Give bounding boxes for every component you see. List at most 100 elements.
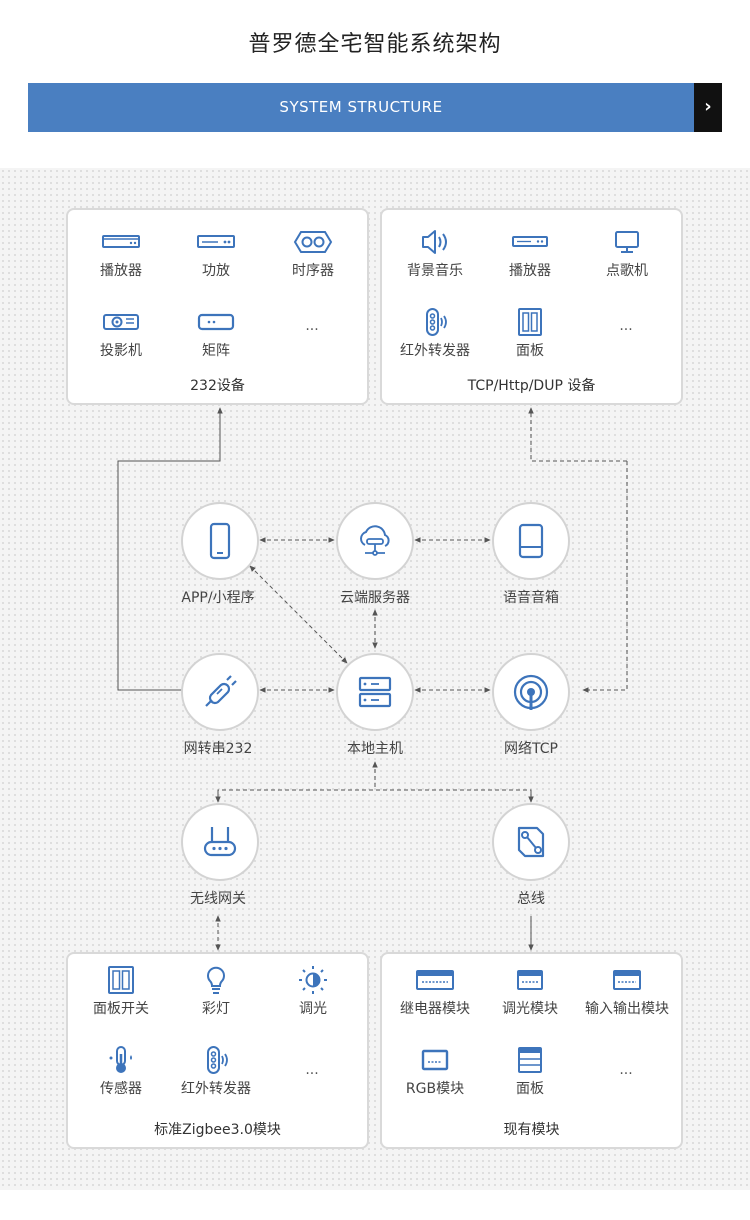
- router-icon: [203, 827, 237, 857]
- line-tcp-to-devices-up: [528, 407, 627, 462]
- amplifier-icon: [197, 235, 235, 248]
- node-host[interactable]: [336, 653, 414, 731]
- device-io-module[interactable]: 输入输出模块: [577, 964, 677, 1018]
- speaker-icon: [422, 230, 447, 254]
- node-app[interactable]: [181, 502, 259, 580]
- cloud-server-icon: [360, 525, 390, 556]
- box-existing-modules: 继电器模块 调光模块 输入输出模块 RGB模块 面板 ... 现有模块: [380, 952, 683, 1149]
- page-title: 普罗德全宅智能系统架构: [248, 32, 502, 57]
- device-label: 调光: [299, 1001, 327, 1017]
- device-label: 继电器模块: [400, 1001, 470, 1017]
- device-projector[interactable]: 投影机: [71, 306, 171, 360]
- panel-icon: [518, 1047, 542, 1073]
- device-relay-module[interactable]: 继电器模块: [385, 964, 485, 1018]
- phone-icon: [209, 522, 231, 560]
- node-label-app: APP/小程序: [181, 590, 255, 606]
- device-label: 彩灯: [202, 1001, 230, 1017]
- device-label: 矩阵: [202, 343, 230, 359]
- device-label: 播放器: [100, 263, 142, 279]
- device-rgb-module[interactable]: RGB模块: [385, 1044, 485, 1098]
- box-caption: 标准Zigbee3.0模块: [154, 1122, 281, 1138]
- node-label-cloud: 云端服务器: [340, 590, 410, 606]
- device-background-music[interactable]: 背景音乐: [385, 226, 485, 280]
- monitor-icon: [615, 231, 639, 253]
- server-icon: [358, 676, 392, 708]
- device-label: RGB模块: [405, 1081, 465, 1097]
- device-label: 点歌机: [606, 263, 648, 279]
- node-label-host: 本地主机: [347, 741, 403, 757]
- more-ellipsis: ...: [619, 318, 633, 334]
- relay-module-icon: [416, 970, 454, 990]
- device-karaoke[interactable]: 点歌机: [577, 226, 677, 280]
- box-tcp-devices: 背景音乐 播放器 点歌机 红外转发器 面板 ... TCP/Http/DUP 设…: [380, 208, 683, 405]
- device-ir-transmitter[interactable]: 红外转发器: [385, 306, 485, 360]
- node-label-bus: 总线: [517, 891, 545, 907]
- node-bus[interactable]: [492, 803, 570, 881]
- box-caption: 232设备: [190, 378, 245, 394]
- device-player[interactable]: 播放器: [480, 226, 580, 280]
- more-ellipsis: ...: [305, 1062, 319, 1078]
- panel-switch-icon: [108, 966, 134, 994]
- ir-transmitter-icon: [207, 1046, 228, 1074]
- device-label: 面板: [516, 343, 544, 359]
- next-arrow-button[interactable]: ›: [694, 83, 722, 132]
- device-label: 传感器: [100, 1081, 142, 1097]
- device-label: 红外转发器: [181, 1081, 251, 1097]
- device-panel[interactable]: 面板: [480, 306, 580, 360]
- node-wireless[interactable]: [181, 803, 259, 881]
- section-banner: SYSTEM STRUCTURE ›: [28, 83, 722, 132]
- node-label-voice: 语音音箱: [503, 590, 559, 606]
- box-caption: 现有模块: [503, 1122, 560, 1138]
- dimmer-module-icon: [517, 970, 543, 990]
- device-ir-transmitter[interactable]: 红外转发器: [166, 1044, 266, 1098]
- device-color-light[interactable]: 彩灯: [166, 964, 266, 1018]
- line-tcp-to-devices: [582, 461, 628, 693]
- device-label: 调光模块: [502, 1001, 558, 1017]
- device-player[interactable]: 播放器: [71, 226, 171, 280]
- matrix-icon: [197, 313, 235, 331]
- device-matrix[interactable]: 矩阵: [166, 306, 266, 360]
- panel-icon: [518, 308, 542, 336]
- line-app-host: [249, 565, 348, 664]
- node-voice[interactable]: [492, 502, 570, 580]
- node-label-serial: 网转串232: [183, 741, 253, 757]
- box-zigbee-modules: 面板开关 彩灯 调光 传感器 红外转发器 ... 标准Zigbee3.0模块: [66, 952, 369, 1149]
- node-tcp[interactable]: [492, 653, 570, 731]
- sequencer-icon: [293, 231, 333, 253]
- bulb-icon: [207, 966, 225, 994]
- device-label: 输入输出模块: [585, 1001, 669, 1017]
- node-cloud[interactable]: [336, 502, 414, 580]
- line-serial-to-232: [117, 407, 223, 691]
- device-label: 投影机: [100, 343, 142, 359]
- node-serial[interactable]: [181, 653, 259, 731]
- device-label: 背景音乐: [407, 263, 463, 279]
- bus-icon: [517, 826, 545, 858]
- box-caption: TCP/Http/DUP 设备: [467, 378, 596, 394]
- node-label-tcp: 网络TCP: [504, 741, 558, 757]
- device-dimmer[interactable]: 调光: [263, 964, 363, 1018]
- player-icon: [512, 236, 548, 247]
- device-label: 面板开关: [93, 1001, 149, 1017]
- device-dimmer-module[interactable]: 调光模块: [480, 964, 580, 1018]
- smart-speaker-icon: [518, 523, 544, 559]
- node-label-wireless: 无线网关: [190, 891, 246, 907]
- device-label: 面板: [516, 1081, 544, 1097]
- more-ellipsis: ...: [619, 1062, 633, 1078]
- projector-icon: [103, 314, 139, 330]
- rgb-module-icon: [421, 1049, 449, 1071]
- line-host-branch: [217, 789, 532, 800]
- sensor-icon: [109, 1046, 132, 1073]
- device-amplifier[interactable]: 功放: [166, 226, 266, 280]
- device-label: 功放: [202, 263, 230, 279]
- signal-icon: [513, 674, 549, 710]
- box-232-devices: 播放器 功放 时序器 投影机 矩阵 ... 232设备: [66, 208, 369, 405]
- device-panel-switch[interactable]: 面板开关: [71, 964, 171, 1018]
- io-module-icon: [613, 970, 641, 990]
- device-sensor[interactable]: 传感器: [71, 1044, 171, 1098]
- device-panel[interactable]: 面板: [480, 1044, 580, 1098]
- ir-transmitter-icon: [426, 308, 447, 336]
- device-label: 播放器: [509, 263, 551, 279]
- device-sequencer[interactable]: 时序器: [263, 226, 363, 280]
- plug-icon: [205, 675, 237, 707]
